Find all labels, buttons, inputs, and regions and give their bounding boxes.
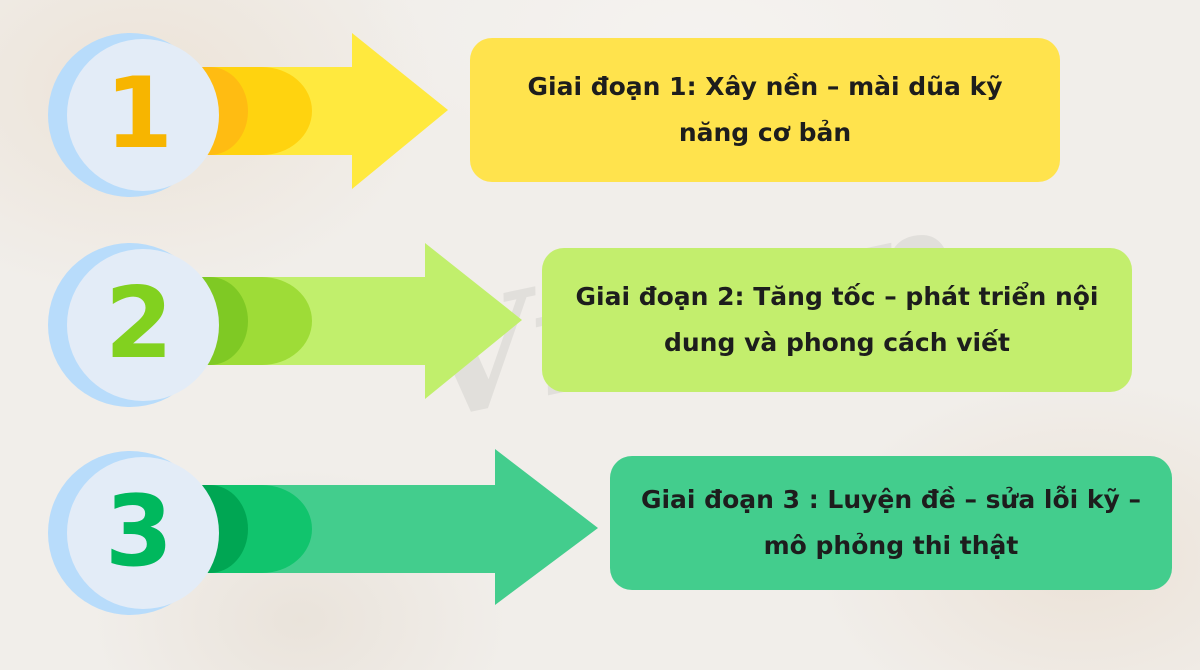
stage-2-circle	[67, 249, 219, 401]
stage-2-label-text: Giai đoạn 2: Tăng tốc – phát triển nội d…	[575, 282, 1099, 357]
stage-2-label: Giai đoạn 2: Tăng tốc – phát triển nội d…	[542, 248, 1132, 392]
stage-3-label: Giai đoạn 3 : Luyện đề – sửa lỗi kỹ – mô…	[610, 456, 1172, 590]
stage-3: 3 Giai đoạn 3 : Luyện đề – sửa lỗi kỹ – …	[0, 443, 1200, 653]
stage-2-arrow-graphic	[48, 243, 522, 407]
stage-1-number: 1	[104, 57, 174, 171]
stage-3-circle	[67, 457, 219, 609]
stage-3-number: 3	[104, 475, 174, 589]
stage-1-label-text: Giai đoạn 1: Xây nền – mài dũa kỹ năng c…	[527, 72, 1003, 147]
stage-1-label: Giai đoạn 1: Xây nền – mài dũa kỹ năng c…	[470, 38, 1060, 182]
stage-1-circle	[67, 39, 219, 191]
stage-2: 2 Giai đoạn 2: Tăng tốc – phát triển nội…	[0, 235, 1200, 445]
stage-1: 1 Giai đoạn 1: Xây nền – mài dũa kỹ năng…	[0, 25, 1200, 235]
stage-3-arrow-graphic	[48, 449, 598, 615]
stage-1-arrow-graphic	[48, 33, 448, 197]
stage-3-label-text: Giai đoạn 3 : Luyện đề – sửa lỗi kỹ – mô…	[640, 485, 1142, 560]
stage-2-number: 2	[104, 267, 174, 381]
